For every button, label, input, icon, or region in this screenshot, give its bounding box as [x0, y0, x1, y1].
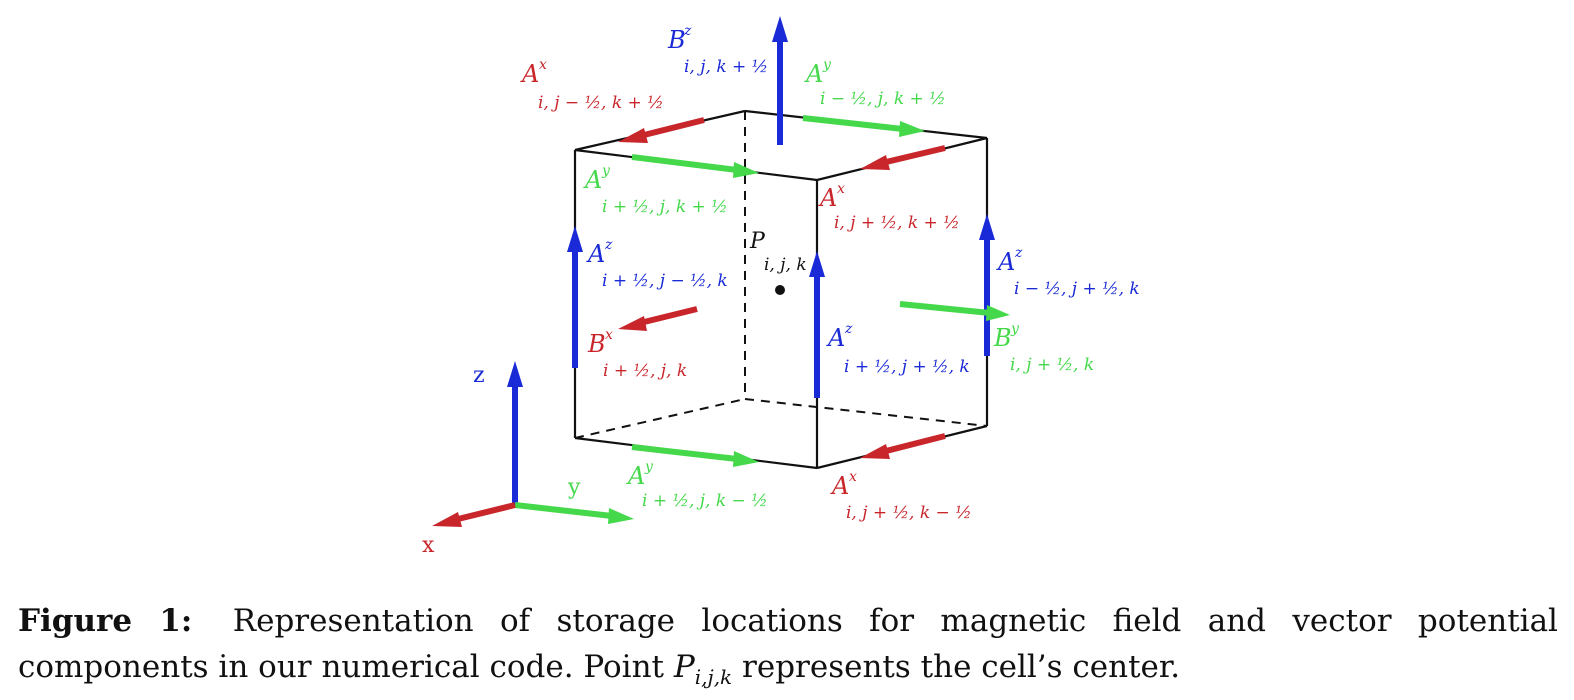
label-sup: z: [844, 321, 853, 337]
label-sub: i, j + ½, k + ½: [834, 213, 960, 233]
label-bx-front: B x i + ½, j, k: [587, 327, 687, 381]
caption-line-1: Representation of storage locations for …: [232, 603, 1558, 639]
hidden-edges: [574, 111, 988, 439]
label-sup: x: [849, 469, 857, 485]
az-left-arrowhead: [567, 226, 583, 252]
label-sup: z: [1014, 245, 1023, 261]
label-symbol: B: [587, 330, 606, 358]
ax-bottom-arrow: [881, 433, 946, 455]
label-sup: y: [1010, 321, 1020, 337]
label-ax-top-right: A x i, j + ½, k + ½: [818, 181, 960, 233]
y-axis-arrowhead: [608, 508, 634, 524]
by-right-arrow: [899, 301, 991, 316]
ay-bottom-arrow: [631, 444, 738, 462]
label-ax-bottom: A x i, j + ½, k − ½: [830, 469, 972, 523]
ax-top-right-arrow: [881, 145, 946, 166]
caption-line-2-end: represents the cell’s center.: [742, 649, 1181, 685]
label-by-right: B y i, j + ½, k: [993, 321, 1094, 375]
label-sub: i, j, k + ½: [684, 57, 768, 77]
ay-top-front-arrow: [631, 154, 738, 173]
label-symbol: A: [804, 60, 823, 88]
label-sup: x: [837, 181, 845, 197]
ay-top-right-arrow: [802, 115, 904, 132]
x-axis-arrow: [453, 502, 516, 523]
z-axis-arrowhead: [507, 361, 523, 387]
label-symbol: A: [520, 60, 539, 88]
bx-front-arrowhead: [618, 316, 647, 331]
label-symbol: A: [586, 240, 605, 268]
ay-bottom-arrowhead: [733, 451, 759, 467]
label-az-left: A z i + ½, j − ½, k: [586, 237, 728, 291]
label-sub: i, j − ½, k + ½: [538, 93, 664, 113]
ax-top-back-arrowhead: [618, 128, 648, 143]
ax-top-right-arrowhead: [860, 155, 890, 170]
caption-point-symbol: P: [673, 649, 695, 685]
component-labels: B z i, j, k + ½ A x i, j − ½, k + ½ A y …: [520, 23, 1140, 523]
label-symbol: A: [996, 248, 1015, 276]
label-bz-top: B z i, j, k + ½: [667, 23, 768, 77]
ay-top-right-arrowhead: [899, 121, 925, 137]
label-symbol: B: [993, 324, 1012, 352]
label-az-front: A z i + ½, j + ½, k: [826, 321, 970, 377]
staggered-grid-diagram: z y x B z i, j, k + ½ A x i, j − ½, k + …: [422, 16, 1140, 558]
label-symbol: A: [826, 324, 845, 352]
z-axis-label: z: [473, 363, 485, 388]
label-sub: i + ½, j, k − ½: [642, 491, 768, 511]
x-axis-arrowhead: [432, 512, 462, 527]
caption-label: Figure 1:: [18, 603, 193, 639]
center-point: [775, 285, 785, 295]
label-ay-top-front: A y i + ½, j, k + ½: [583, 163, 728, 217]
label-sub: i, j + ½, k: [1010, 355, 1094, 375]
edge-bottom-back: [744, 398, 988, 427]
label-sup: z: [604, 237, 613, 253]
label-symbol: B: [667, 26, 686, 54]
label-symbol: A: [830, 472, 849, 500]
bz-top-arrowhead: [772, 16, 788, 42]
arrows: [432, 16, 1010, 527]
ax-top-back-arrow: [639, 117, 705, 139]
label-symbol: A: [626, 462, 645, 490]
label-sub: i, j, k: [764, 255, 807, 275]
label-sub: i + ½, j, k: [603, 361, 687, 381]
bx-front-arrow: [639, 306, 698, 326]
figure-caption-line-2: components in our numerical code. Point …: [18, 644, 1558, 700]
label-sup: y: [822, 57, 832, 73]
label-sub: i + ½, j − ½, k: [602, 271, 728, 291]
label-symbol: P: [749, 229, 766, 254]
label-sub: i − ½, j, k + ½: [820, 89, 946, 109]
label-ay-top-right: A y i − ½, j, k + ½: [804, 57, 946, 109]
y-axis-label: y: [567, 475, 581, 500]
by-right-arrowhead: [986, 305, 1010, 321]
label-sup: y: [601, 163, 611, 179]
caption-line-2-start: components in our numerical code. Point: [18, 649, 665, 685]
x-axis-label: x: [422, 533, 435, 558]
label-sup: y: [644, 459, 654, 475]
y-axis-arrow: [514, 502, 613, 519]
label-az-right: A z i − ½, j + ½, k: [996, 245, 1140, 299]
label-sub: i, j + ½, k − ½: [846, 503, 972, 523]
edge-bottom-left: [574, 398, 746, 439]
label-sub: i − ½, j + ½, k: [1014, 279, 1140, 299]
ay-top-front-arrowhead: [733, 162, 759, 178]
caption-point-subscript: i,j,k: [694, 665, 733, 690]
label-center-point: P i, j, k: [749, 229, 807, 275]
label-sub: i + ½, j + ½, k: [844, 357, 970, 377]
label-sup: x: [605, 327, 613, 343]
label-ax-top-back: A x i, j − ½, k + ½: [520, 57, 664, 113]
label-sub: i + ½, j, k + ½: [602, 197, 728, 217]
label-ay-bottom: A y i + ½, j, k − ½: [626, 459, 768, 511]
label-sup: z: [683, 23, 692, 39]
az-front-arrowhead: [809, 251, 825, 277]
label-sup: x: [539, 57, 547, 73]
label-symbol: A: [583, 166, 602, 194]
ax-bottom-arrowhead: [860, 444, 890, 459]
figure-caption: Figure 1: Representation of storage loca…: [18, 598, 1558, 644]
az-right-arrowhead: [979, 214, 995, 240]
label-symbol: A: [818, 184, 837, 212]
